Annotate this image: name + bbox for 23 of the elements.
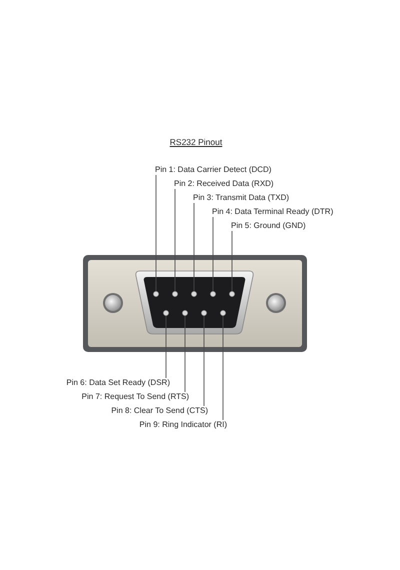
leader-line bbox=[212, 216, 214, 292]
leader-line bbox=[174, 188, 176, 292]
leader-line bbox=[222, 315, 224, 420]
pin-contact bbox=[182, 310, 188, 316]
pin-label: Pin 3: Transmit Data (TXD) bbox=[193, 193, 290, 203]
diagram-title: RS232 Pinout bbox=[170, 137, 222, 147]
pin-label: Pin 6: Data Set Ready (DSR) bbox=[66, 378, 170, 388]
pin-label: Pin 9: Ring Indicator (RI) bbox=[139, 420, 227, 430]
pin-contact bbox=[191, 291, 197, 297]
pin-label: Pin 7: Request To Send (RTS) bbox=[82, 392, 189, 402]
leader-line bbox=[184, 315, 186, 392]
pin-label: Pin 4: Data Terminal Ready (DTR) bbox=[212, 207, 334, 217]
pin-contact bbox=[229, 291, 235, 297]
pin-contact bbox=[163, 310, 169, 316]
pin-label: Pin 1: Data Carrier Detect (DCD) bbox=[155, 165, 272, 175]
pin-contact bbox=[210, 291, 216, 297]
pin-contact bbox=[201, 310, 207, 316]
pin-label: Pin 2: Received Data (RXD) bbox=[174, 179, 274, 189]
pin-label: Pin 5: Ground (GND) bbox=[231, 221, 306, 231]
pin-contact bbox=[220, 310, 226, 316]
pin-label: Pin 8: Clear To Send (CTS) bbox=[111, 406, 208, 416]
pin-contact bbox=[153, 291, 159, 297]
pin-contact bbox=[172, 291, 178, 297]
